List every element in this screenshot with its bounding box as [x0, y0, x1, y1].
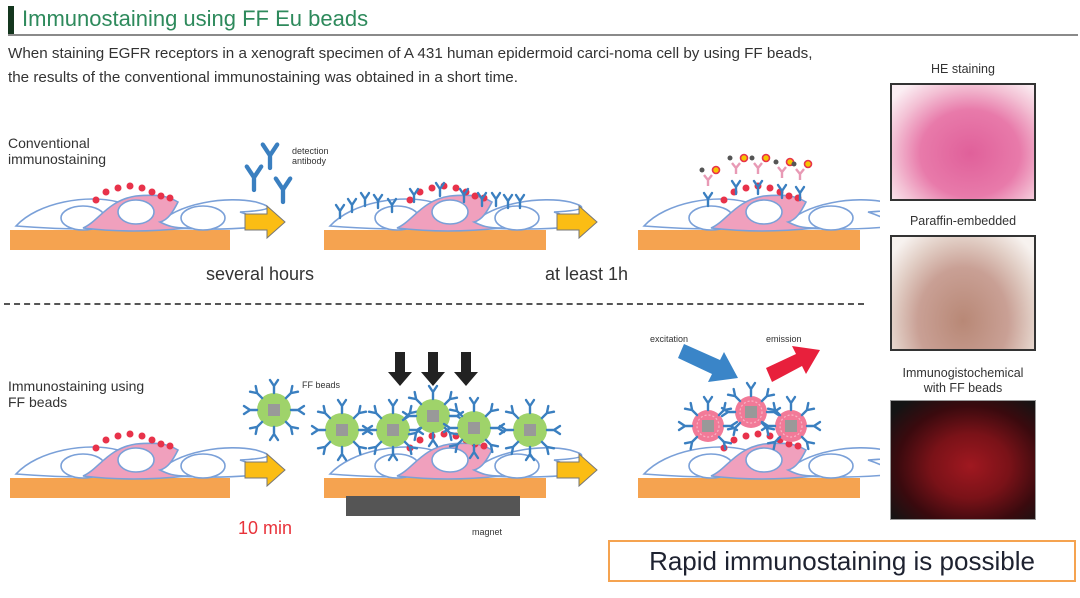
panel-title-ff: Immunogistochemical with FF beads [870, 366, 1056, 396]
excitation-label: excitation [650, 334, 689, 344]
label-line: Immunogistochemical [902, 366, 1024, 380]
label-line: FF beads [8, 394, 68, 410]
page-title: Immunostaining using FF Eu beads [22, 6, 369, 31]
substrate [638, 230, 860, 250]
paraffin-embedded-image [890, 235, 1036, 351]
label-line: with FF beads [923, 381, 1003, 395]
ff-step1 [10, 430, 271, 498]
duration-conventional-step1: several hours [206, 264, 315, 284]
panel-title-he: HE staining [931, 62, 995, 76]
magnetic-force-arrows [388, 352, 478, 386]
conventional-label: Conventional immunostaining [8, 135, 106, 167]
label-line: antibody [292, 156, 327, 166]
secondary-antibodies [699, 153, 813, 208]
panel-title-paraffin: Paraffin-embedded [909, 214, 1017, 228]
ff-beads-fluorescence-image [890, 400, 1036, 520]
duration-ff-step1: 10 min [238, 518, 293, 538]
label-line: Immunostaining using [8, 378, 145, 394]
label-line: detection [292, 146, 329, 156]
magnet-label: magnet [472, 527, 503, 537]
emission-arrow [766, 346, 820, 382]
ff-bead-icon [244, 380, 304, 440]
conventional-step2 [324, 181, 585, 250]
emission-label: emission [766, 334, 802, 344]
title-accent-mark [8, 6, 14, 34]
substrate [324, 478, 546, 498]
ff-beads-label: FF beads [302, 380, 341, 390]
excitation-arrow [678, 344, 738, 382]
conventional-step3 [638, 153, 880, 250]
substrate [10, 230, 230, 250]
detection-antibody-label: detection antibody [292, 146, 329, 166]
conventional-step1 [10, 182, 271, 250]
label-line: Conventional [8, 135, 90, 151]
intro-paragraph: When staining EGFR receptors in a xenogr… [8, 45, 813, 86]
ff-method-label: Immunostaining using FF beads [8, 378, 144, 410]
ff-step3 [638, 344, 880, 498]
conclusion-box: Rapid immunostaining is possible [608, 540, 1076, 582]
duration-conventional-step2: at least 1h [545, 264, 629, 284]
substrate [324, 230, 546, 250]
magnet [346, 496, 520, 516]
section-divider [4, 303, 864, 305]
label-line: immunostaining [8, 151, 107, 167]
substrate [10, 478, 230, 498]
detection-antibody-icons [247, 145, 290, 202]
cell-group [15, 182, 271, 232]
he-staining-image [890, 83, 1036, 201]
process-diagram [10, 0, 880, 516]
substrate [638, 478, 860, 498]
ff-step2 [312, 352, 585, 516]
section-title-bar: Immunostaining using FF Eu beads [8, 4, 1078, 36]
